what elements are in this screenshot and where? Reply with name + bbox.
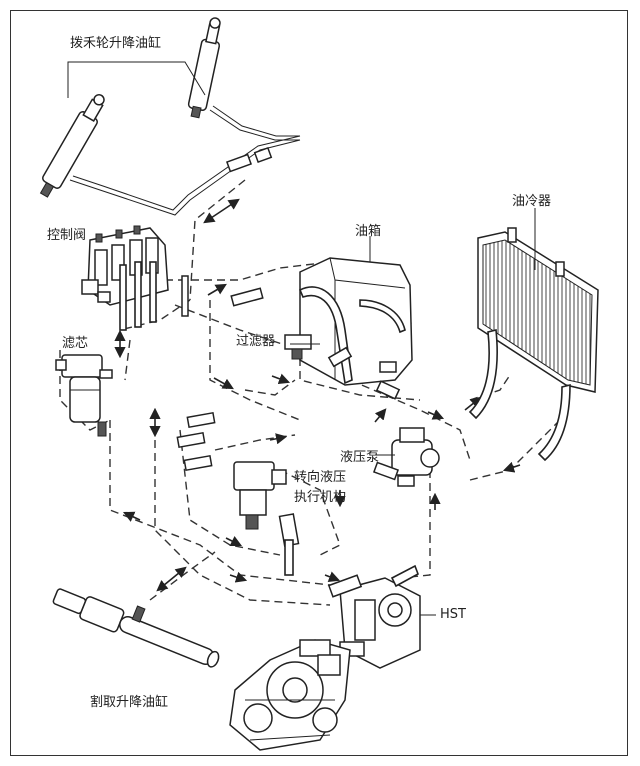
- flow-arrows: [114, 198, 521, 592]
- oil-tank: [284, 236, 413, 386]
- steering-actuator-label-line1: 转向液压: [294, 470, 347, 485]
- hst-unit: [327, 564, 436, 669]
- oil-tank-label: 油箱: [355, 224, 382, 239]
- hst-label: HST: [440, 607, 466, 622]
- reel-cylinder-label: 拨禾轮升降油缸: [70, 36, 162, 51]
- oil-cooler-label: 油冷器: [512, 194, 552, 209]
- oil-cooler: [468, 208, 599, 462]
- filter-screen-label: 过滤器: [236, 334, 276, 349]
- header-cylinder-label: 割取升降油缸: [90, 695, 169, 710]
- filter-element-label: 滤芯: [62, 336, 89, 351]
- hydraulic-pump: [372, 427, 440, 487]
- steering-actuator: [233, 461, 300, 576]
- reel-lift-cylinders: [39, 17, 301, 216]
- transmission-assembly: [229, 639, 351, 751]
- steering-actuator-label-line2: 执行机构: [294, 490, 347, 505]
- tank-fittings: [176, 287, 401, 472]
- header-lift-cylinder: [52, 588, 220, 668]
- control-valve: [81, 225, 189, 331]
- filter-element: [55, 354, 113, 437]
- hydraulic-pump-label: 液压泵: [340, 450, 380, 465]
- control-valve-label: 控制阀: [47, 228, 87, 243]
